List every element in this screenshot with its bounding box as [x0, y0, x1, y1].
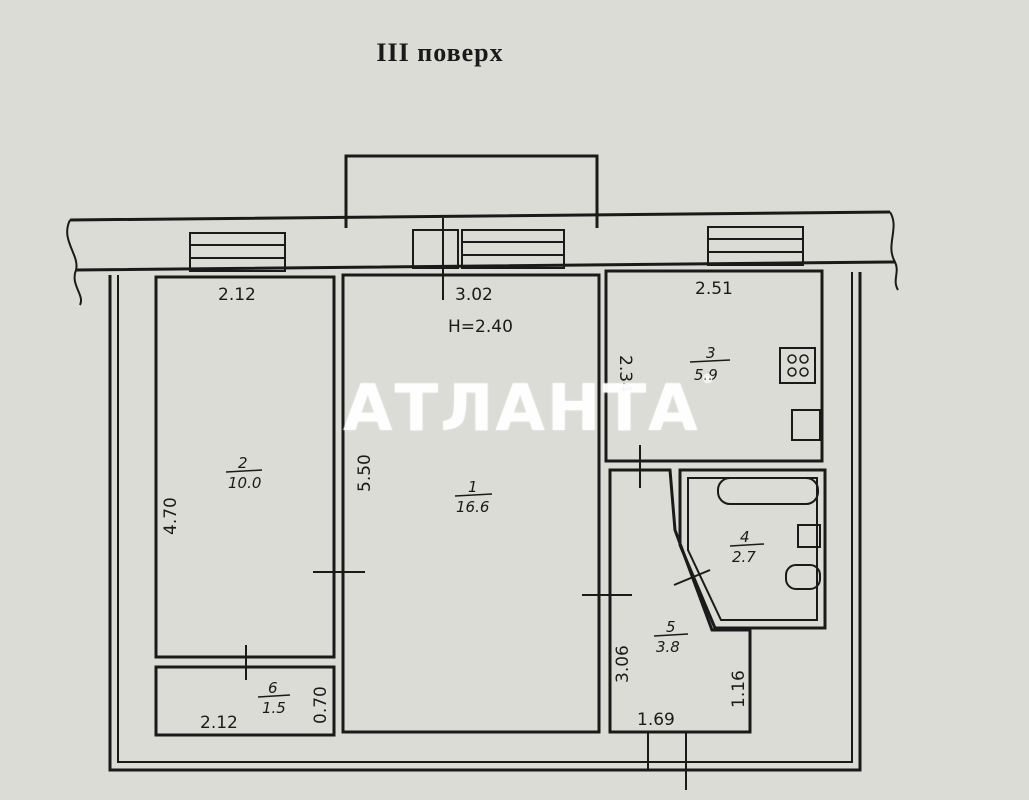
dim-r5-width: 1.69 — [637, 710, 675, 730]
room-label-6: 6 1.5 — [257, 679, 291, 717]
room-3 — [604, 269, 824, 463]
room-label-3: 3 5.9 — [689, 344, 731, 384]
dim-r2-height: 4.70 — [161, 497, 181, 535]
room-5 — [608, 468, 752, 734]
dim-r2-width: 2.12 — [218, 285, 256, 305]
room-label-1: 1 16.6 — [454, 478, 493, 516]
watermark-logo: АТЛАНТА® — [343, 372, 716, 446]
svg-text:4: 4 — [740, 528, 750, 546]
dim-r5-side: 1.16 — [729, 670, 749, 708]
dim-r5-height: 3.06 — [613, 645, 633, 683]
stove — [779, 347, 816, 384]
svg-text:3: 3 — [706, 344, 716, 362]
svg-text:10.0: 10.0 — [228, 474, 261, 492]
room-1 — [341, 273, 601, 734]
dim-r3-width: 2.51 — [695, 279, 733, 299]
balcony — [344, 154, 599, 228]
svg-text:6: 6 — [268, 679, 278, 697]
room-label-2: 2 10.0 — [225, 454, 263, 492]
dim-r6-width: 2.12 — [200, 713, 238, 733]
dim-r1-width: 3.02 — [455, 285, 493, 305]
outer-wall-top — [69, 210, 896, 272]
svg-text:1.5: 1.5 — [262, 699, 286, 717]
outer-wall — [108, 272, 862, 772]
room-label-5: 5 3.8 — [653, 618, 689, 656]
kitchen-sink — [791, 409, 821, 441]
dim-r3-height: 2.34 — [615, 355, 635, 393]
svg-text:2: 2 — [238, 454, 248, 472]
dim-r6-height: 0.70 — [311, 686, 331, 724]
room-label-4: 4 2.7 — [729, 528, 765, 566]
windows — [189, 226, 804, 272]
svg-text:5: 5 — [666, 618, 676, 636]
bathtub — [717, 477, 819, 505]
floor-title: III поверх — [376, 38, 504, 67]
svg-text:3.8: 3.8 — [656, 638, 680, 656]
dim-r1-height: 5.50 — [355, 454, 375, 492]
sink — [797, 524, 821, 548]
svg-text:1: 1 — [468, 478, 478, 496]
ceiling-height: H=2.40 — [448, 317, 513, 337]
doors — [245, 218, 711, 790]
svg-text:2.7: 2.7 — [732, 548, 756, 566]
toilet — [785, 564, 821, 590]
room-4 — [678, 468, 827, 630]
svg-text:16.6: 16.6 — [456, 498, 489, 516]
svg-text:5.9: 5.9 — [694, 366, 718, 384]
